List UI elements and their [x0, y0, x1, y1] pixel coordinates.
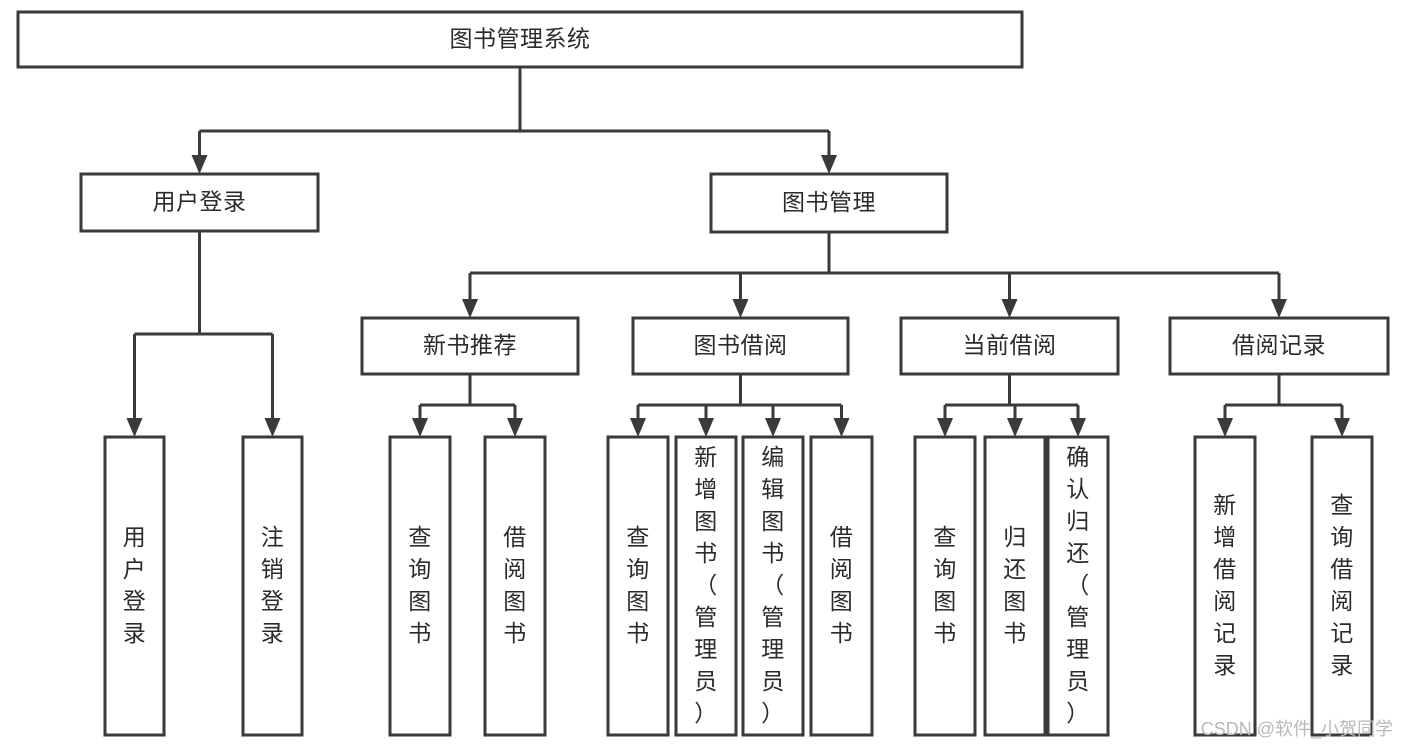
node-current-borrow[interactable]: 当前借阅 — [899, 316, 1120, 376]
node-box-user-login — [79, 172, 320, 233]
node-layer: 图书管理系统用户登录图书管理新书推荐图书借阅当前借阅借阅记录用户登录注销登录查询… — [16, 10, 1390, 737]
node-label-leaf-add-record: 新增借阅记录 — [1213, 492, 1237, 678]
node-label-leaf-query-book-2: 查询图书 — [626, 524, 650, 646]
node-label-new-book-recommend: 新书推荐 — [423, 332, 517, 358]
arrow-head-leaf-query-book-3 — [937, 418, 953, 437]
node-leaf-query-record[interactable]: 查询借阅记录 — [1310, 435, 1374, 737]
arrow-head-new-book-recommend — [462, 299, 478, 318]
node-leaf-confirm-return[interactable]: 确认归还（管理员） — [1046, 435, 1110, 737]
arrow-head-leaf-query-book-2 — [630, 418, 646, 437]
arrow-head-book-borrow — [732, 299, 749, 318]
node-leaf-query-book-1[interactable]: 查询图书 — [388, 435, 452, 737]
node-box-leaf-borrow-book-1 — [483, 435, 547, 737]
arrow-head-leaf-edit-book — [765, 418, 781, 437]
arrow-head-leaf-add-record — [1217, 418, 1233, 437]
node-box-leaf-query-book-2 — [606, 435, 670, 737]
node-root[interactable]: 图书管理系统 — [16, 10, 1024, 69]
node-box-leaf-add-book — [674, 435, 738, 737]
node-user-login[interactable]: 用户登录 — [79, 172, 320, 233]
node-leaf-query-book-2[interactable]: 查询图书 — [606, 435, 670, 737]
arrow-head-leaf-user-login — [126, 418, 143, 437]
arrow-head-leaf-confirm-return — [1070, 418, 1086, 437]
node-label-root: 图书管理系统 — [450, 26, 591, 52]
arrow-head-leaf-add-book — [698, 418, 714, 437]
arrow-head-leaf-borrow-book-1 — [507, 418, 523, 437]
node-label-user-login: 用户登录 — [153, 189, 247, 215]
node-label-book-manage: 图书管理 — [782, 189, 876, 215]
node-leaf-edit-book[interactable]: 编辑图书（管理员） — [741, 435, 805, 737]
node-leaf-add-book[interactable]: 新增图书（管理员） — [674, 435, 738, 737]
node-leaf-query-book-3[interactable]: 查询图书 — [913, 435, 977, 737]
node-box-book-borrow — [631, 316, 850, 376]
node-box-book-manage — [709, 172, 949, 234]
node-leaf-add-record[interactable]: 新增借阅记录 — [1193, 435, 1257, 737]
arrow-head-leaf-query-book-1 — [412, 418, 428, 437]
node-label-leaf-borrow-book-1: 借阅图书 — [503, 524, 527, 646]
node-label-leaf-query-book-3: 查询图书 — [933, 524, 957, 646]
node-box-leaf-return-book — [983, 435, 1047, 737]
arrow-head-leaf-logout-login — [264, 418, 281, 437]
node-leaf-borrow-book-2[interactable]: 借阅图书 — [809, 435, 874, 737]
node-box-leaf-logout-login — [241, 435, 304, 737]
node-leaf-return-book[interactable]: 归还图书 — [983, 435, 1047, 737]
node-book-manage[interactable]: 图书管理 — [709, 172, 949, 234]
arrow-head-leaf-borrow-book-2 — [833, 418, 850, 437]
node-box-leaf-add-record — [1193, 435, 1257, 737]
node-box-leaf-query-book-3 — [913, 435, 977, 737]
node-label-leaf-query-record: 查询借阅记录 — [1330, 492, 1354, 678]
node-box-leaf-query-record — [1310, 435, 1374, 737]
node-label-current-borrow: 当前借阅 — [963, 332, 1057, 358]
arrow-head-leaf-return-book — [1007, 418, 1023, 437]
node-label-leaf-confirm-return: 确认归还（管理员） — [1066, 444, 1090, 726]
node-box-leaf-edit-book — [741, 435, 805, 737]
node-box-leaf-user-login — [103, 435, 166, 737]
arrow-head-book-manage — [821, 155, 837, 174]
node-borrow-record[interactable]: 借阅记录 — [1168, 316, 1390, 376]
arrow-head-leaf-query-record — [1334, 418, 1350, 437]
node-box-leaf-confirm-return — [1046, 435, 1110, 737]
node-box-current-borrow — [899, 316, 1120, 376]
node-leaf-user-login[interactable]: 用户登录 — [103, 435, 166, 737]
node-leaf-borrow-book-1[interactable]: 借阅图书 — [483, 435, 547, 737]
node-label-leaf-user-login: 用户登录 — [123, 524, 147, 646]
node-book-borrow[interactable]: 图书借阅 — [631, 316, 850, 376]
node-label-leaf-return-book: 归还图书 — [1003, 524, 1027, 646]
node-label-book-borrow: 图书借阅 — [694, 332, 788, 358]
node-label-leaf-borrow-book-2: 借阅图书 — [830, 524, 854, 646]
node-box-leaf-borrow-book-2 — [809, 435, 874, 737]
arrow-head-borrow-record — [1271, 299, 1287, 318]
node-box-new-book-recommend — [360, 316, 580, 376]
connector-layer — [126, 67, 1350, 437]
node-label-leaf-edit-book: 编辑图书（管理员） — [761, 444, 785, 726]
node-box-root — [16, 10, 1024, 69]
node-box-borrow-record — [1168, 316, 1390, 376]
node-label-leaf-add-book: 新增图书（管理员） — [694, 444, 718, 726]
arrow-head-user-login — [191, 155, 208, 174]
node-new-book-recommend[interactable]: 新书推荐 — [360, 316, 580, 376]
node-box-leaf-query-book-1 — [388, 435, 452, 737]
arrow-head-current-borrow — [1001, 299, 1018, 318]
node-label-leaf-logout-login: 注销登录 — [261, 524, 285, 646]
node-leaf-logout-login[interactable]: 注销登录 — [241, 435, 304, 737]
node-label-leaf-query-book-1: 查询图书 — [408, 524, 432, 646]
node-label-borrow-record: 借阅记录 — [1232, 332, 1326, 358]
